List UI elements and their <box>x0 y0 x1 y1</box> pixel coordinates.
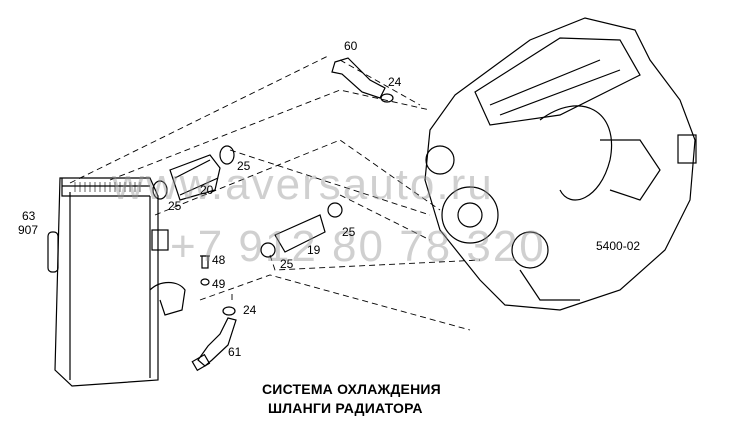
label-63: 63 <box>22 209 36 223</box>
bolt-48 <box>200 255 210 269</box>
label-19: 19 <box>307 243 321 257</box>
clamp-25-c <box>327 202 343 218</box>
clamp-24-bottom <box>222 306 236 316</box>
clamp-25-a <box>219 145 235 165</box>
leader-lines <box>69 54 481 331</box>
label-907: 907 <box>18 223 39 237</box>
caption-line-1: СИСТЕМА ОХЛАЖДЕНИЯ <box>262 381 441 397</box>
label-49: 49 <box>212 277 226 291</box>
label-25-a: 25 <box>237 159 251 173</box>
drawing-code: 5400-02 <box>596 239 641 253</box>
hose-61 <box>191 317 237 372</box>
hose-20 <box>169 154 221 201</box>
radiator <box>47 177 186 387</box>
washer-49 <box>200 278 210 286</box>
hose-19 <box>274 214 326 253</box>
watermark-phone: +7 912 80 78 320 <box>170 222 546 271</box>
hose-60 <box>331 57 386 99</box>
clamp-25-d <box>260 242 276 258</box>
label-20: 20 <box>200 183 214 197</box>
label-25-c: 25 <box>342 225 356 239</box>
label-24-bottom: 24 <box>243 303 257 317</box>
label-48: 48 <box>212 253 226 267</box>
label-60: 60 <box>344 39 358 53</box>
watermark-site: www.aversauto.ru <box>112 160 494 209</box>
label-61: 61 <box>228 345 242 359</box>
engine <box>424 17 697 311</box>
label-25-d: 25 <box>280 257 294 271</box>
label-25-b: 25 <box>168 199 182 213</box>
clamp-25-b <box>152 180 168 200</box>
caption-line-2: ШЛАНГИ РАДИАТОРА <box>268 400 423 416</box>
label-24-top: 24 <box>388 75 402 89</box>
clamp-24-top <box>380 93 394 103</box>
